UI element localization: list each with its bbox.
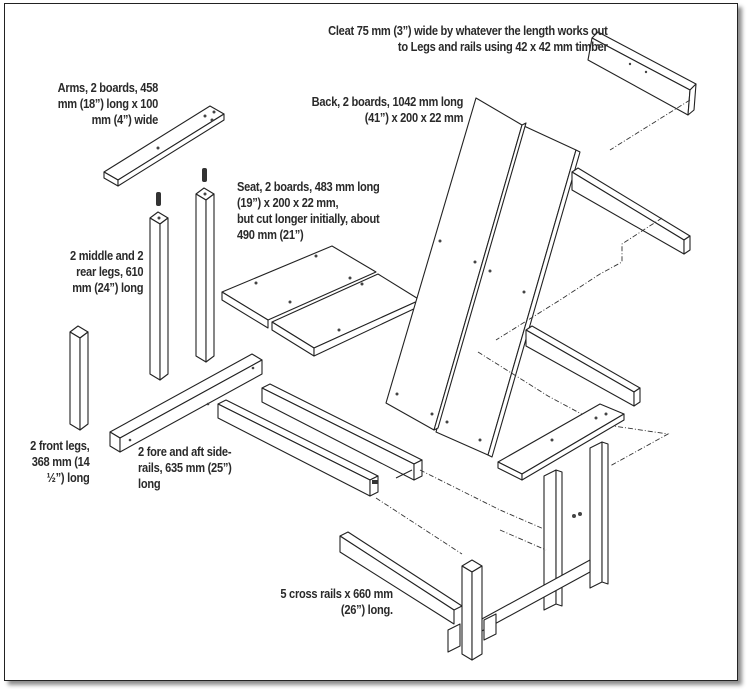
side-rail-1 [109, 353, 263, 453]
front-legs-label-line-3: ½”) long [46, 471, 89, 485]
legs-label-line-3: mm (24”) long [71, 281, 143, 295]
cleat-part [587, 31, 697, 116]
back-label-line-1: Back, 2 boards, 1042 mm long [311, 95, 463, 109]
front-legs-label: 2 front legs, 368 mm (14 ½”) long [29, 438, 90, 486]
dowel-1 [156, 192, 161, 206]
back-boards [385, 97, 581, 458]
back-label: Back, 2 boards, 1042 mm long (41”) x 200… [311, 94, 463, 126]
rear-leg [195, 187, 215, 363]
dowel-2 [202, 168, 207, 182]
lower-rail [525, 325, 641, 407]
arm-board-1 [103, 105, 225, 187]
dowel-4 [395, 469, 413, 479]
legs-label-line-2: rear legs, 610 [75, 265, 143, 279]
cross-rails-label-line-2: (26”) long. [341, 603, 393, 617]
seat-boards [221, 245, 421, 357]
middle-leg [149, 211, 169, 381]
front-legs-label-line-2: 368 mm (14 [31, 455, 90, 469]
front-guide-line [499, 529, 547, 551]
side-rails-label: 2 fore and aft side- rails, 635 mm (25”)… [138, 444, 232, 492]
side-rail-2 [217, 399, 379, 497]
front-assembly [447, 403, 625, 661]
cleat-guide-line [609, 99, 691, 151]
arms-label: Arms, 2 boards, 458 mm (18”) long x 100 … [57, 80, 159, 128]
side-rail-3 [261, 383, 423, 481]
front-leg [69, 325, 89, 431]
back-label-line-2: (41”) x 200 x 22 mm [364, 111, 464, 125]
side-guide-line [419, 469, 561, 537]
side-rails-label-line-3: long [138, 477, 161, 491]
arms-label-line-1: Arms, 2 boards, 458 [57, 81, 159, 95]
cleat-label-line-2: to Legs and rails using 42 x 42 mm timbe… [398, 40, 608, 54]
arms-label-line-3: mm (4”) wide [91, 113, 159, 127]
seat-label: Seat, 2 boards, 483 mm long (19”) x 200 … [237, 179, 380, 243]
cleat-label: Cleat 75 mm (3”) wide by whatever the le… [328, 23, 609, 55]
back-guide-line [495, 217, 663, 341]
side-rails-label-line-2: rails, 635 mm (25”) [138, 461, 232, 475]
legs-label-line-1: 2 middle and 2 [69, 249, 144, 263]
arms-label-line-2: mm (18”) long x 100 [57, 97, 159, 111]
seat-label-line-3: but cut longer initially, about [237, 212, 380, 226]
seat-label-line-1: Seat, 2 boards, 483 mm long [237, 180, 380, 194]
middle-rear-legs-label: 2 middle and 2 rear legs, 610 mm (24”) l… [69, 248, 144, 296]
cleat-label-line-1: Cleat 75 mm (3”) wide by whatever the le… [328, 24, 609, 38]
cross-rails-label-line-1: 5 cross rails x 660 mm [280, 587, 394, 601]
seat-label-line-2: (19”) x 200 x 22 mm, [237, 196, 339, 210]
side-guide-line-2 [375, 497, 463, 555]
dowel-3 [372, 480, 378, 484]
front-legs-label-line-1: 2 front legs, [29, 439, 90, 453]
side-rails-label-line-1: 2 fore and aft side- [138, 445, 232, 459]
seat-label-line-4: 490 mm (21”) [237, 228, 304, 242]
cross-rails-label: 5 cross rails x 660 mm (26”) long. [280, 586, 394, 618]
upper-rail [571, 167, 691, 255]
